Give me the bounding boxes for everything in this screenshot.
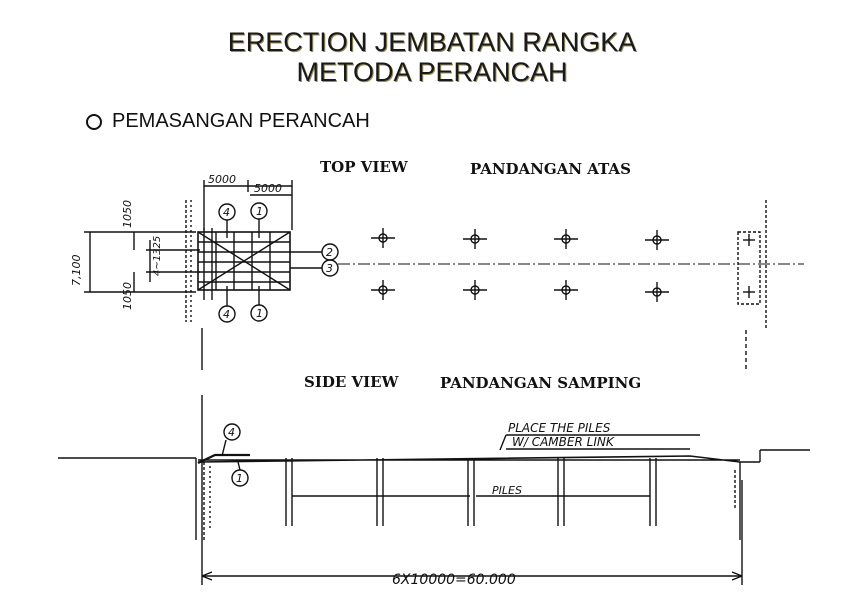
- pile: [285, 458, 293, 526]
- callout-top-a: 4: [223, 206, 230, 219]
- pile: [467, 458, 475, 526]
- pile-marker: [371, 280, 395, 300]
- dim-left-upper: 1050: [121, 200, 134, 228]
- bullet-circle-icon: [86, 113, 102, 130]
- pile-marker: [554, 280, 578, 300]
- side-callout-top: 4: [228, 426, 235, 439]
- callout-right-b: 3: [326, 262, 333, 275]
- side-view-label-indonesian: PANDANGAN SAMPING: [440, 374, 641, 392]
- pile-marker: [645, 230, 669, 250]
- note-line-2: W/ CAMBER LINK: [512, 435, 615, 449]
- pile-marker: [463, 280, 487, 300]
- side-view: SIDE VIEW PANDANGAN SAMPING PLACE THE PI…: [58, 373, 810, 588]
- callout-top-b: 1: [256, 205, 263, 218]
- top-view-label-indonesian: PANDANGAN ATAS: [470, 160, 631, 178]
- pile: [376, 458, 384, 526]
- top-view-label: TOP VIEW: [320, 158, 409, 176]
- callout-right-a: 2: [326, 246, 333, 259]
- callout-bottom-b: 1: [256, 307, 263, 320]
- note-line-1: PLACE THE PILES: [508, 421, 611, 435]
- slide-title-line-2: METODA PERANCAH: [296, 57, 568, 87]
- piles-label: PILES: [492, 484, 522, 497]
- callout-bottom-a: 4: [223, 308, 230, 321]
- callout-circle-right-b: [321, 259, 339, 277]
- pile: [557, 458, 565, 526]
- dim-top-1: 5000: [208, 173, 236, 186]
- side-view-label: SIDE VIEW: [304, 373, 400, 391]
- pile-marker: [645, 282, 669, 302]
- top-view: TOP VIEW PANDANGAN ATAS 5000 5000 1050 7…: [70, 158, 804, 330]
- dim-left-lower: 1050: [121, 282, 134, 310]
- dim-inner: 4~1325: [152, 236, 163, 276]
- dim-left-total: 7,100: [70, 255, 83, 287]
- pile: [649, 458, 657, 526]
- side-callout-circle-top: [223, 423, 241, 441]
- side-callout-bottom: 1: [236, 472, 243, 485]
- bullet-item: PEMASANGAN PERANCAH: [86, 110, 370, 133]
- bullet-text: PEMASANGAN PERANCAH: [112, 110, 370, 132]
- pile-marker: [463, 229, 487, 249]
- scaffold-block: [197, 231, 291, 291]
- dim-top-2: 5000: [254, 182, 282, 195]
- span-dimension: 6X10000=60.000: [392, 572, 516, 588]
- slide-title-line-1: ERECTION JEMBATAN RANGKA: [227, 27, 637, 57]
- pile-marker: [554, 229, 578, 249]
- pile-marker: [371, 228, 395, 248]
- right-abutment: [737, 231, 761, 305]
